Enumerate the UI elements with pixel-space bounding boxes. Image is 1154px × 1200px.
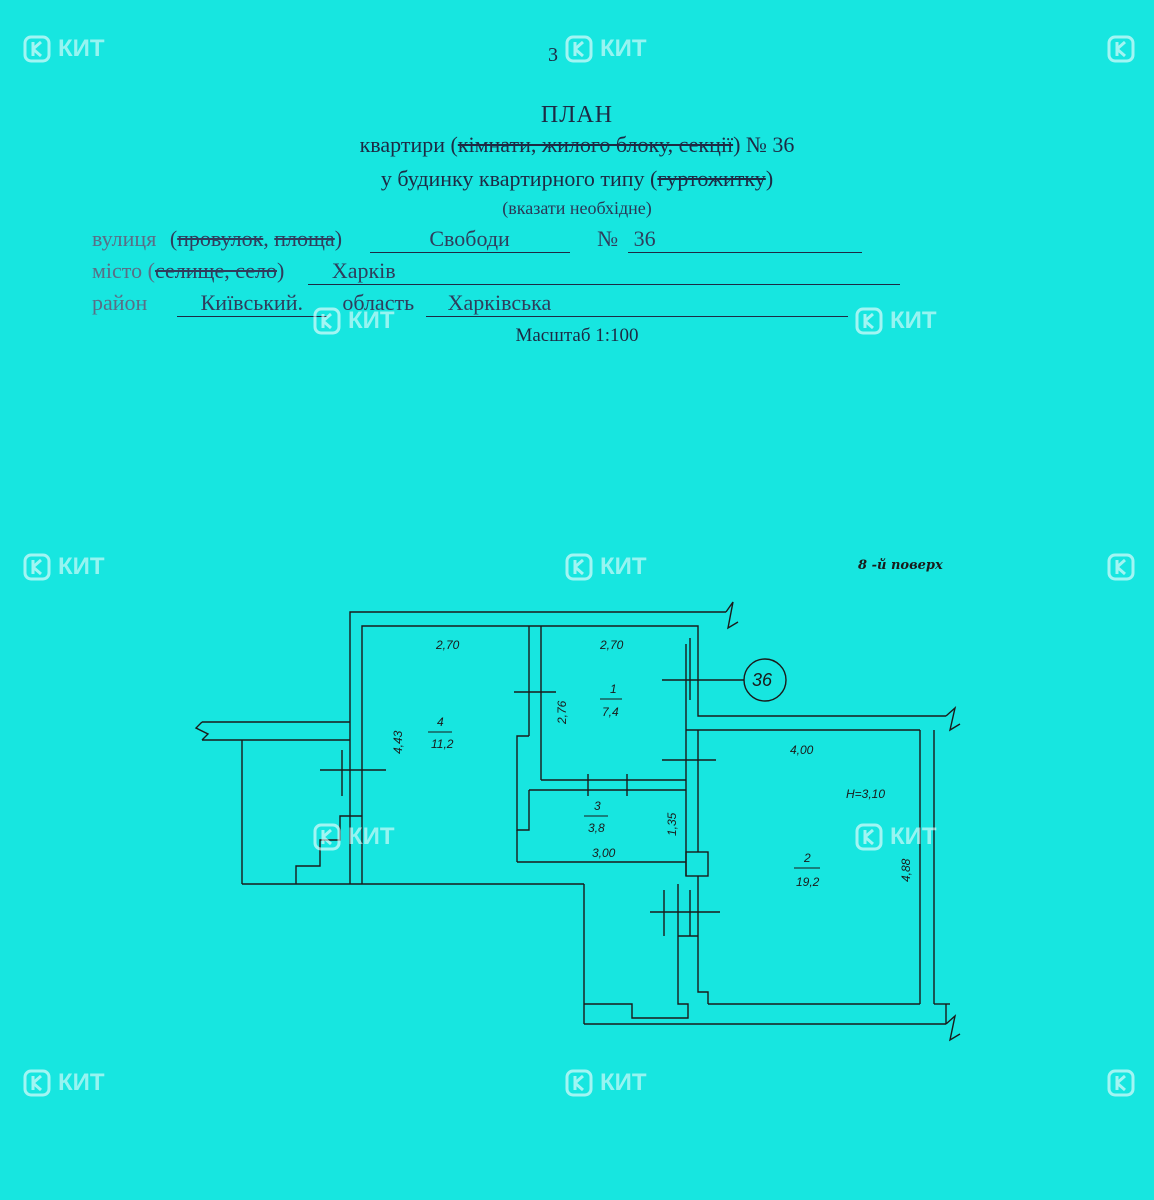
kit-logo-icon — [23, 553, 51, 581]
city-value: Харків — [307, 258, 900, 285]
street-struck-1: провулок — [177, 226, 264, 251]
street-row: вулиця (провулок, площа) Свободи № 36 — [92, 226, 862, 253]
apartment-line-prefix: квартири ( — [359, 132, 458, 157]
room-1-number: 1 — [610, 682, 617, 696]
building-type-struck: гуртожитку — [657, 166, 766, 191]
page-number: 3 — [548, 44, 558, 66]
dim-room1-height: 2,76 — [555, 700, 569, 725]
watermark-text: КИТ — [600, 35, 647, 62]
watermark — [1106, 34, 1136, 64]
room-4-area: 11,2 — [431, 737, 454, 751]
building-type-suffix: ) — [765, 166, 774, 191]
district-label: район — [92, 290, 148, 315]
watermark-text: КИТ — [600, 1069, 647, 1096]
watermark-text: КИТ — [890, 823, 937, 850]
city-paren-close: ) — [276, 258, 285, 283]
dim-room4-height: 4,43 — [391, 730, 405, 754]
watermark: КИТ — [564, 552, 647, 582]
watermark: КИТ — [312, 822, 395, 852]
watermark: КИТ — [22, 552, 105, 582]
room-4-number: 4 — [437, 715, 444, 729]
apartment-line-suffix: ) № 36 — [733, 132, 795, 157]
room-3-number: 3 — [594, 799, 601, 813]
watermark — [1106, 552, 1136, 582]
kit-logo-icon — [23, 35, 51, 63]
street-label: вулиця — [92, 226, 157, 251]
watermark: КИТ — [22, 1068, 105, 1098]
street-paren-close: ) — [334, 226, 343, 251]
watermark-text: КИТ — [600, 553, 647, 580]
dim-room1-width: 2,70 — [599, 638, 624, 652]
watermark: КИТ — [854, 306, 937, 336]
watermark — [1106, 1068, 1136, 1098]
city-label: місто ( — [92, 258, 155, 283]
room-2-number: 2 — [803, 851, 811, 865]
kit-logo-icon — [855, 307, 883, 335]
kit-logo-icon — [23, 1069, 51, 1097]
dim-room2-height: 4,88 — [899, 858, 913, 882]
dim-room2-width: 4,00 — [790, 743, 814, 757]
dim-room3-width: 3,00 — [592, 846, 616, 860]
kit-logo-icon — [1107, 35, 1135, 63]
watermark-text: КИТ — [58, 553, 105, 580]
region-label: область — [342, 290, 415, 315]
apartment-line-struck: кімнати, жилого блоку, секції — [457, 132, 734, 157]
street-comma: , — [263, 226, 275, 251]
kit-logo-icon — [565, 553, 593, 581]
kit-logo-icon — [1107, 1069, 1135, 1097]
city-struck: селище, село — [154, 258, 277, 283]
number-value: 36 — [627, 226, 862, 253]
kit-logo-icon — [855, 823, 883, 851]
district-row: район Київський. область Харківська — [92, 290, 848, 317]
kit-logo-icon — [565, 35, 593, 63]
street-paren-open: ( — [169, 226, 178, 251]
building-type-prefix: у будинку квартирного типу ( — [380, 166, 658, 191]
kit-logo-icon — [313, 307, 341, 335]
watermark-text: КИТ — [348, 307, 395, 334]
plan-walls — [194, 601, 961, 1042]
watermark: КИТ — [854, 822, 937, 852]
kit-logo-icon — [565, 1069, 593, 1097]
floor-label: 8 -й поверх — [858, 558, 943, 573]
dim-room4-width: 2,70 — [435, 638, 460, 652]
scale-label: Масштаб 1:100 — [515, 325, 639, 346]
watermark: КИТ — [564, 34, 647, 64]
apartment-number: 36 — [752, 670, 773, 690]
number-label: № — [597, 226, 619, 251]
street-struck-2: площа — [274, 226, 335, 251]
city-row: місто (селище, село) Харків — [92, 258, 900, 285]
street-value: Свободи — [369, 226, 570, 253]
district-value: Київський. — [176, 290, 327, 317]
ceiling-height: H=3,10 — [846, 787, 885, 801]
region-value: Харківська — [425, 290, 848, 317]
kit-logo-icon — [1107, 553, 1135, 581]
dim-room3-height: 1,35 — [665, 812, 679, 836]
room-3-area: 3,8 — [588, 821, 605, 835]
watermark-text: КИТ — [890, 307, 937, 334]
watermark-text: КИТ — [58, 35, 105, 62]
kit-logo-icon — [313, 823, 341, 851]
watermark-text: КИТ — [348, 823, 395, 850]
room-2-area: 19,2 — [796, 875, 820, 889]
watermark-text: КИТ — [58, 1069, 105, 1096]
document-title: ПЛАН — [540, 102, 614, 128]
watermark: КИТ — [312, 306, 395, 336]
instruction-note: (вказати необхідне) — [502, 198, 652, 218]
watermark: КИТ — [564, 1068, 647, 1098]
building-type-line: у будинку квартирного типу (гуртожитку) — [0, 166, 1154, 192]
watermark: КИТ — [22, 34, 105, 64]
apartment-line: квартири (кімнати, жилого блоку, секції)… — [0, 132, 1154, 158]
room-1-area: 7,4 — [602, 705, 619, 719]
